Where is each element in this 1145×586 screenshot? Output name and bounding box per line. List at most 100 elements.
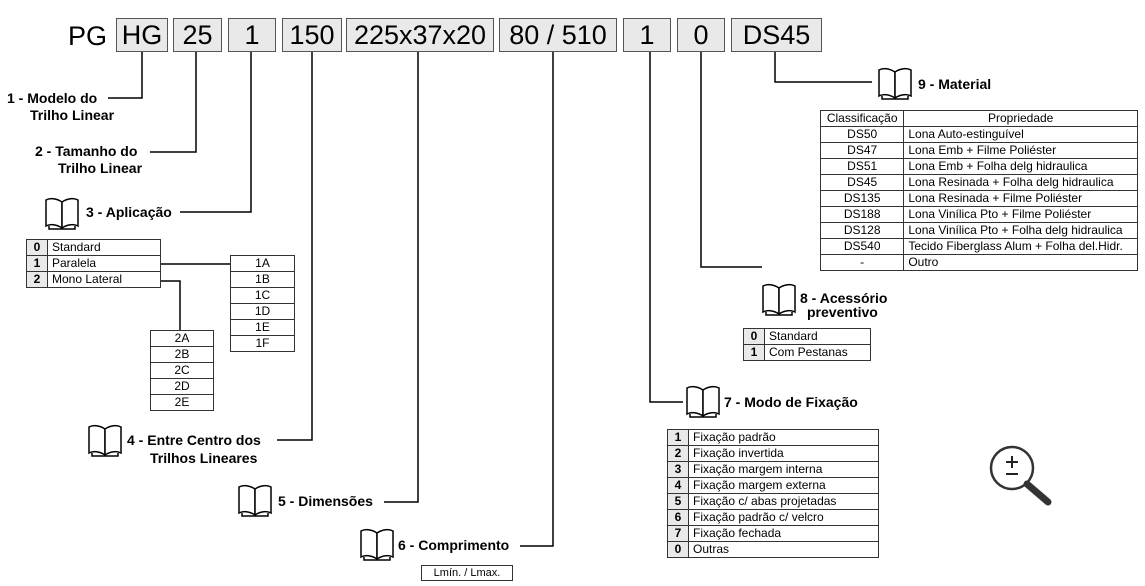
material-code: DS51 [819, 158, 905, 175]
row-label: Mono Lateral [47, 271, 161, 288]
row-key: 5 [667, 493, 689, 510]
row-label: Fixação c/ abas projetadas [688, 493, 879, 510]
sub-option: 1B [230, 271, 295, 288]
label-model: 1 - Modelo do [7, 90, 98, 106]
table-row: 2B [150, 346, 214, 363]
label-center-distance: 4 - Entre Centro dos [127, 432, 261, 448]
book-icon [88, 424, 122, 457]
row-key: 2 [26, 271, 48, 288]
sub-option: 1C [230, 287, 295, 304]
row-label: Com Pestanas [764, 344, 871, 361]
label-fixation: 7 - Modo de Fixação [724, 394, 858, 410]
code-segment-dimensions: 225x37x20 [346, 18, 494, 52]
material-property: Lona Vinílica Pto + Filme Poliéster [903, 206, 1138, 223]
code-segment-model: HG [116, 18, 168, 52]
material-property: Lona Emb + Filme Poliéster [903, 142, 1138, 159]
table-row: 1D [230, 303, 295, 320]
zoom-in-icon[interactable] [988, 444, 1058, 508]
table-row: 1C [230, 287, 295, 304]
material-code: DS47 [819, 142, 905, 159]
code-segment-size: 25 [173, 18, 222, 52]
table-row: 1F [230, 335, 295, 352]
label-length: 6 - Comprimento [398, 537, 510, 553]
code-segment-center-distance: 150 [282, 18, 342, 52]
table-row: 2D [150, 378, 214, 395]
application-sub2-table: 2A 2B 2C 2D 2E [150, 330, 214, 411]
material-code: DS45 [819, 174, 905, 191]
row-label: Fixação margem interna [688, 461, 879, 478]
row-key: 0 [667, 541, 689, 558]
material-code: - [819, 254, 905, 271]
row-key: 0 [26, 239, 48, 256]
code-segment-material: DS45 [731, 18, 822, 52]
label-size: 2 - Tamanho do [35, 143, 138, 159]
book-icon [238, 484, 272, 517]
material-property: Lona Auto-estinguível [903, 126, 1138, 143]
sub-option: 2D [150, 378, 214, 395]
material-property: Lona Resinada + Filme Poliéster [903, 190, 1138, 207]
column-header: Propriedade [903, 110, 1138, 127]
sub-option: 1A [230, 255, 295, 272]
material-code: DS135 [819, 190, 905, 207]
book-icon [878, 67, 912, 100]
row-label: Fixação invertida [688, 445, 879, 462]
sub-option: 2E [150, 394, 214, 411]
code-segment-fixation: 1 [623, 18, 671, 52]
table-row: 1A [230, 255, 295, 272]
material-code: DS128 [819, 222, 905, 239]
row-key: 1 [743, 344, 765, 361]
code-segment-application: 1 [228, 18, 276, 52]
book-icon [45, 197, 79, 230]
table-row: 2A [150, 330, 214, 347]
material-code: DS188 [819, 206, 905, 223]
length-note: Lmín. / Lmax. [421, 565, 513, 581]
table-row: -Outro [819, 254, 1138, 271]
row-key: 2 [667, 445, 689, 462]
label-dimensions: 5 - Dimensões [278, 493, 373, 509]
material-property: Lona Vinílica Pto + Folha delg hidraulic… [903, 222, 1138, 239]
row-label: Fixação padrão c/ velcro [688, 509, 879, 526]
sub-option: 2C [150, 362, 214, 379]
row-label: Standard [47, 239, 161, 256]
row-key: 3 [667, 461, 689, 478]
material-code: DS50 [819, 126, 905, 143]
label-center-distance-line2: Trilhos Lineares [150, 450, 258, 466]
book-icon [762, 283, 796, 316]
material-property: Lona Emb + Folha delg hidraulica [903, 158, 1138, 175]
row-key: 0 [743, 328, 765, 345]
material-property: Outro [903, 254, 1138, 271]
sub-option: 2A [150, 330, 214, 347]
row-key: 4 [667, 477, 689, 494]
row-key: 1 [667, 429, 689, 446]
book-icon [686, 385, 720, 418]
table-row: 1B [230, 271, 295, 288]
row-label: Standard [764, 328, 871, 345]
material-code: DS540 [819, 238, 905, 255]
table-row: 1E [230, 319, 295, 336]
row-label: Fixação margem externa [688, 477, 879, 494]
application-sub1-table: 1A 1B 1C 1D 1E 1F [230, 255, 295, 352]
sub-option: 1F [230, 335, 295, 352]
label-size-line2: Trilho Linear [58, 160, 143, 176]
sub-option: 2B [150, 346, 214, 363]
row-key: 6 [667, 509, 689, 526]
code-segment-length: 80 / 510 [499, 18, 617, 52]
code-prefix: PG [68, 21, 108, 51]
table-row: 2C [150, 362, 214, 379]
